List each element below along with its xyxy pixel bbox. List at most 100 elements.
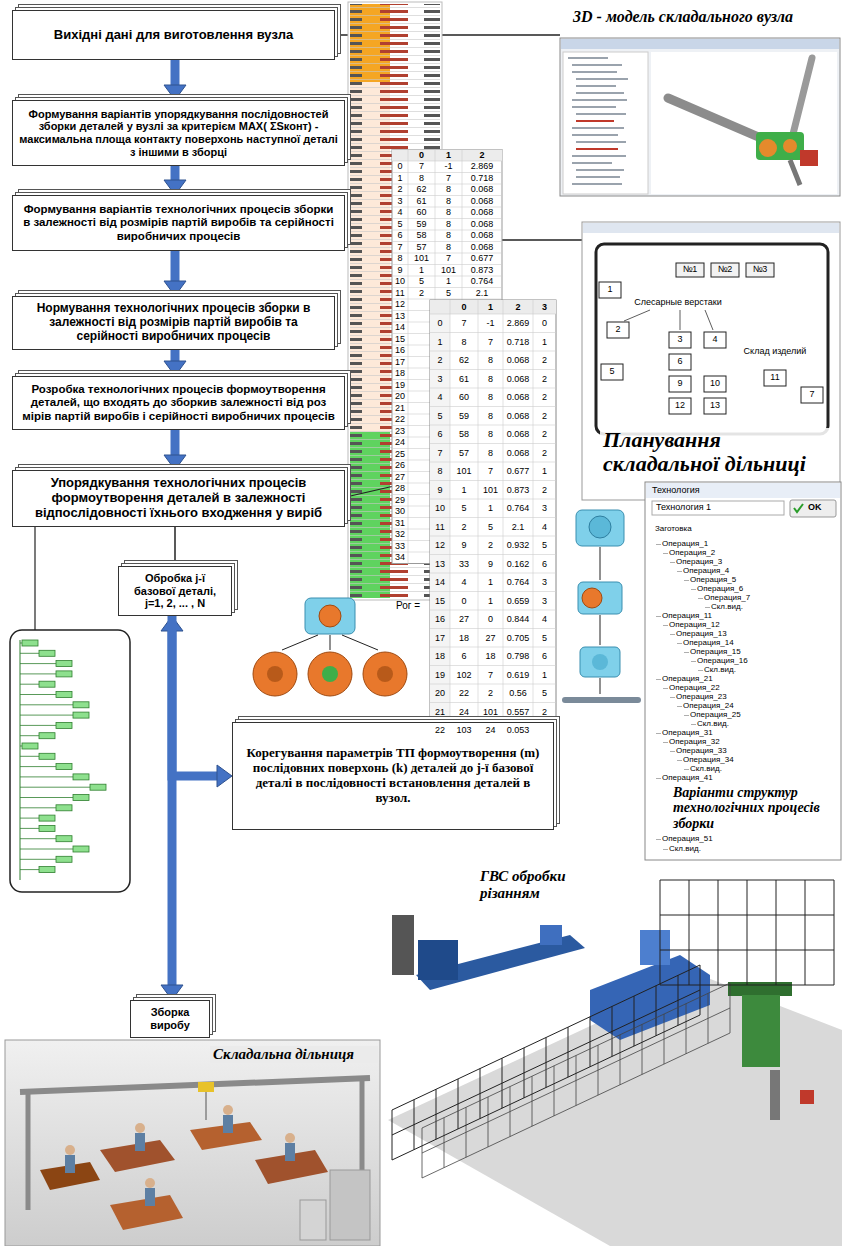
process-box: Розробка технологічних процесів формоутв… bbox=[12, 376, 345, 430]
tree-item: Операция_5 bbox=[690, 576, 736, 585]
table-row-index: 19 bbox=[392, 380, 408, 392]
tree-image-line bbox=[20, 818, 39, 819]
table-cell: 2 bbox=[533, 407, 556, 426]
table-cell: 5 bbox=[430, 407, 450, 426]
table-row-index: 33 bbox=[392, 541, 408, 553]
workbench-number: 4 bbox=[712, 335, 717, 345]
workbench-number: 13 bbox=[710, 401, 720, 411]
tree-image-line bbox=[20, 838, 56, 839]
table-cell: 4 bbox=[430, 388, 450, 407]
tree-item: Операция_16 bbox=[697, 657, 748, 666]
table-cell: 0.068 bbox=[462, 184, 502, 196]
table-row-index: 22 bbox=[392, 414, 408, 426]
tree-connector bbox=[684, 769, 689, 770]
picture-panel: ГВС обробки різанням bbox=[385, 858, 842, 1246]
tree-image-line bbox=[20, 859, 56, 860]
table-row-index: 14 bbox=[392, 322, 408, 334]
table-cell: 2 bbox=[408, 288, 435, 300]
table-cell: 16 bbox=[430, 610, 450, 629]
table-cell: 1 bbox=[533, 462, 556, 481]
tree-image-line bbox=[20, 694, 56, 695]
table-row-index: 30 bbox=[392, 506, 408, 518]
box-text: Формування варіантів упорядкування послі… bbox=[19, 108, 338, 159]
cad-window-part bbox=[668, 98, 770, 142]
workbench-symbol bbox=[601, 364, 623, 380]
window-title: Технология bbox=[652, 486, 700, 496]
part-images-part bbox=[330, 635, 331, 650]
fms-illustration-part bbox=[742, 995, 780, 1067]
table-cell: 8 bbox=[478, 370, 503, 389]
table-cell: 101 bbox=[478, 703, 503, 722]
tree-connector bbox=[677, 706, 682, 707]
picture-panel: 3D - модель складального вузла bbox=[560, 2, 840, 196]
table-cell: 0.068 bbox=[462, 219, 502, 231]
table-cell: 8 bbox=[435, 196, 462, 208]
picture-panel: Варіанти структур технологічних процесів… bbox=[645, 482, 841, 860]
tree-image-node bbox=[39, 753, 55, 759]
table-cell: 8 bbox=[478, 425, 503, 444]
arrow-head bbox=[161, 985, 183, 1000]
box-text: Вихідні дані для виготовлення вузла bbox=[54, 28, 293, 43]
tree-image-line bbox=[20, 869, 39, 870]
table-cell: 2.1 bbox=[503, 518, 533, 537]
tree-image-node bbox=[56, 805, 72, 811]
tree-item: Скл.вид. bbox=[690, 765, 722, 774]
table-cell: 19 bbox=[430, 666, 450, 685]
table-grid bbox=[430, 628, 556, 629]
table-row-index: 26 bbox=[392, 460, 408, 472]
table-header: 2 bbox=[462, 150, 502, 162]
workbench-symbol bbox=[669, 376, 691, 392]
table-cell: 0.705 bbox=[503, 629, 533, 648]
workbench-number: 9 bbox=[677, 379, 682, 389]
tree-connector bbox=[656, 544, 661, 545]
cad-window-part bbox=[783, 139, 797, 153]
rack-frame bbox=[392, 990, 700, 1135]
tree-connector bbox=[663, 553, 668, 554]
table-grid bbox=[408, 150, 409, 564]
table-cell: 7 bbox=[430, 444, 450, 463]
process-box: Формування варіантів технологічних проце… bbox=[12, 195, 345, 251]
table-grid bbox=[430, 647, 556, 648]
table-row-index: 28 bbox=[392, 483, 408, 495]
table-cell: 17 bbox=[430, 629, 450, 648]
table-row-index: 34 bbox=[392, 552, 408, 564]
table-cell: 4 bbox=[392, 207, 408, 219]
table-cell: 18 bbox=[478, 647, 503, 666]
table-cell: 2 bbox=[392, 184, 408, 196]
box-text: Нормування технологічних процесів зборки… bbox=[19, 302, 328, 343]
table-cell: 5 bbox=[533, 684, 556, 703]
table-cell: 6 bbox=[450, 647, 478, 666]
tree-image-node bbox=[39, 867, 55, 873]
matrix-label: Рог = bbox=[396, 600, 420, 611]
table-cell: 0.619 bbox=[503, 666, 533, 685]
table-cell: 60 bbox=[408, 207, 435, 219]
tree-item: Операция_34 bbox=[683, 756, 734, 765]
table-cell: 5 bbox=[533, 629, 556, 648]
table-grid bbox=[430, 406, 556, 407]
cad-window-part bbox=[576, 121, 618, 149]
part-images-part bbox=[319, 605, 341, 627]
table-background bbox=[430, 300, 556, 740]
panel-caption: Варіанти структур технологічних процесів… bbox=[670, 785, 838, 831]
tech-tree-window-part bbox=[652, 501, 784, 515]
tree-image-node bbox=[90, 784, 106, 790]
layout-plan-window-part bbox=[596, 244, 828, 434]
layout-plan-window bbox=[582, 222, 840, 500]
tree-connector bbox=[656, 679, 661, 680]
table-cell: 0.068 bbox=[503, 388, 533, 407]
table-row-index: 24 bbox=[392, 437, 408, 449]
workbench-number: 3 bbox=[677, 335, 682, 345]
table-cell: 24 bbox=[478, 721, 503, 740]
workbench-symbol bbox=[599, 282, 621, 298]
assembly-illustration-part bbox=[135, 1133, 145, 1151]
table-cell: 8 bbox=[408, 173, 435, 185]
table-cell: 8 bbox=[435, 219, 462, 231]
table-cell: 62 bbox=[450, 351, 478, 370]
table-cell: 13 bbox=[430, 555, 450, 574]
table-cell: 2.869 bbox=[503, 314, 533, 333]
table-cell: 1 bbox=[430, 333, 450, 352]
table-row-index: 13 bbox=[392, 311, 408, 323]
picture-panel: Складальна дільниця bbox=[5, 1040, 380, 1246]
table-cell: 8 bbox=[435, 184, 462, 196]
